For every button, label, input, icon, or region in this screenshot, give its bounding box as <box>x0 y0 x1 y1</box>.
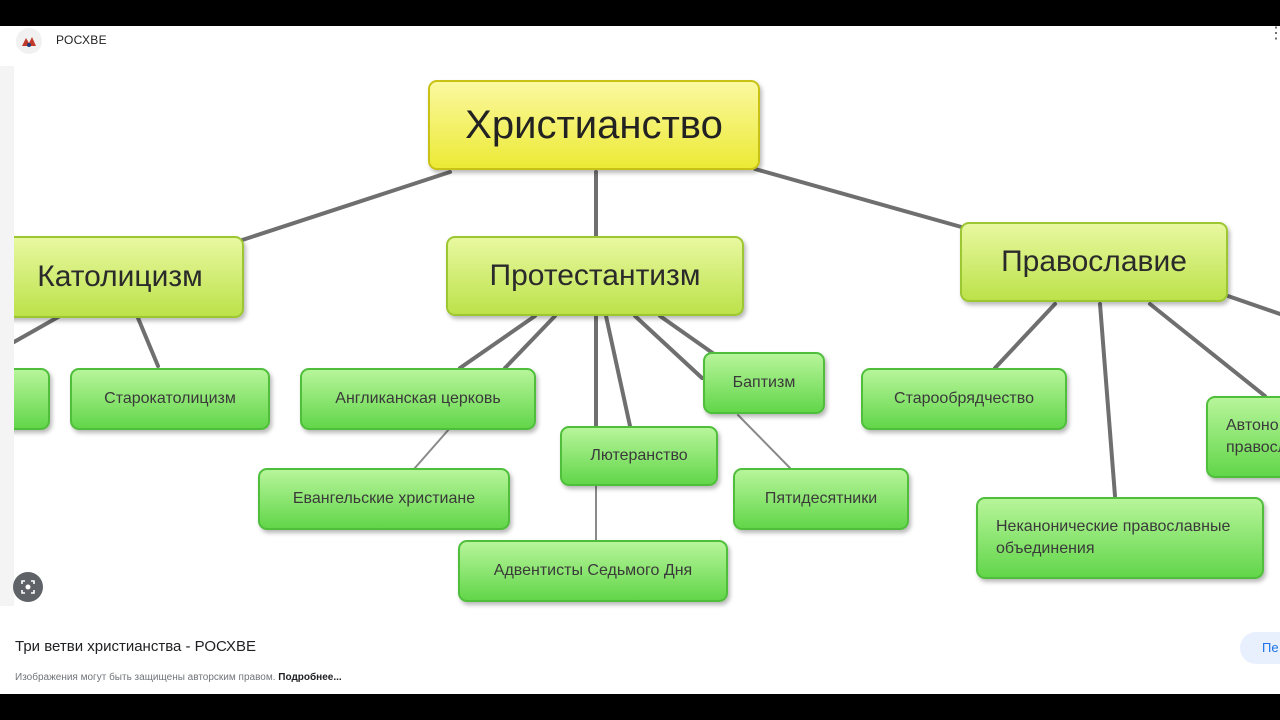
root-node-christianity: Христианство <box>428 80 760 170</box>
leaf-old-catholicism: Старокатолицизм <box>70 368 270 430</box>
leaf-anglican: Англиканская церковь <box>300 368 536 430</box>
copyright-text: Изображения могут быть защищены авторски… <box>15 672 276 683</box>
more-vert-icon[interactable]: ⋮ <box>1268 26 1280 42</box>
leaf-pentecostals: Пятидесятники <box>733 468 909 530</box>
image-viewer: Христианство Католицизм Протестантизм Пр… <box>0 26 1280 694</box>
image-title-link[interactable]: Три ветви христианства - РОСХВЕ <box>15 638 257 655</box>
branch-protestantism: Протестантизм <box>446 236 744 316</box>
source-bar: РОСХВЕ ⋮ <box>0 26 1280 56</box>
branch-orthodoxy: Православие <box>960 222 1228 302</box>
copyright-notice: Изображения могут быть защищены авторски… <box>15 672 342 683</box>
leaf-old-believers: Старообрядчество <box>861 368 1067 430</box>
left-edge-panel <box>0 66 14 606</box>
visit-button[interactable]: Пе <box>1240 632 1280 664</box>
lens-search-button[interactable] <box>13 572 43 602</box>
leaf-autonomous: Автоно... правосл... <box>1206 396 1280 478</box>
leaf-baptism: Баптизм <box>703 352 825 414</box>
branch-catholicism: Католицизм <box>0 236 244 318</box>
christianity-diagram: Христианство Католицизм Протестантизм Пр… <box>0 26 1280 694</box>
leaf-noncanonical: Неканонические православные объединения <box>976 497 1264 579</box>
leaf-lutheranism: Лютеранство <box>560 426 718 486</box>
leaf-evangelical: Евангельские христиане <box>258 468 510 530</box>
source-name[interactable]: РОСХВЕ <box>56 33 107 47</box>
lens-icon <box>21 580 35 594</box>
source-logo-icon[interactable] <box>16 28 42 54</box>
more-info-link[interactable]: Подробнее... <box>278 672 342 683</box>
leaf-adventists: Адвентисты Седьмого Дня <box>458 540 728 602</box>
connector-lines <box>12 167 1280 541</box>
